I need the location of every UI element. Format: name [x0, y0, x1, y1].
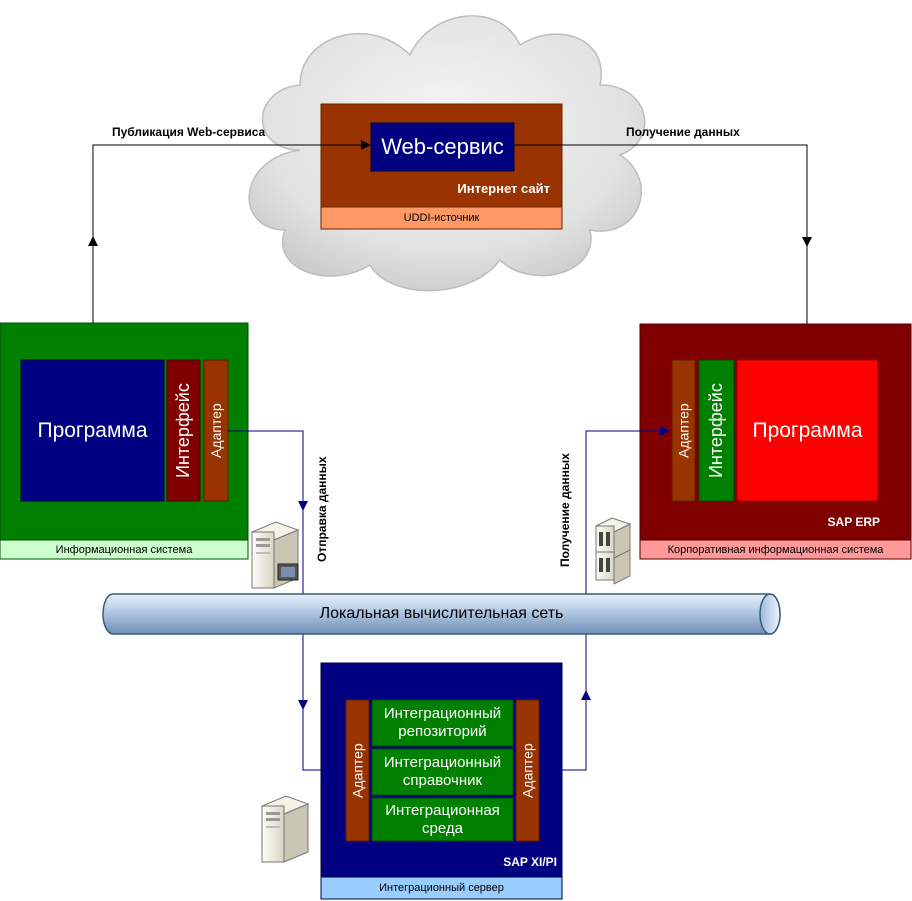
integration-adapter-right-label: Адаптер [519, 743, 536, 798]
send-data-label: Отправка данных [315, 456, 329, 562]
publish-arrow [92, 140, 371, 360]
information-system-caption-bar [0, 539, 249, 560]
right-adapter-label: Адаптер [675, 403, 692, 458]
receive-top-label: Получение данных [626, 125, 740, 139]
integration-adapter-left-box [345, 699, 370, 842]
receive-up-arrowhead [581, 690, 591, 700]
integration-server-caption: Интеграционный сервер [379, 882, 504, 894]
workstation-server-icon [250, 521, 300, 589]
right-program-label: Программа [752, 418, 863, 442]
send-down-arrowhead-2 [298, 700, 308, 710]
integration-server-caption-bar [320, 876, 563, 900]
publish-up-arrowhead [88, 236, 98, 246]
sap-erp-label: SAP ERP [827, 515, 880, 529]
uddi-source-label: UDDI-источник [403, 212, 480, 224]
uddi-source-bar [320, 206, 563, 230]
integration-environment-box [371, 797, 514, 842]
sap-xi-pi-label: SAP XI/PI [503, 855, 557, 869]
web-service-box [370, 122, 515, 172]
right-interface-box [698, 359, 735, 502]
right-interface-label: Интерфейс [706, 383, 726, 478]
network-pipe [102, 593, 781, 635]
internet-site-label: Интернет сайт [457, 181, 550, 196]
receive-down-arrowhead [802, 237, 812, 247]
left-interface-box [166, 359, 201, 502]
left-program-label: Программа [37, 418, 148, 442]
receive-data-arrow [514, 144, 812, 360]
right-adapter-box [671, 359, 696, 502]
left-interface-label: Интерфейс [173, 383, 193, 478]
corporate-system-caption: Корпоративная информационная система [667, 543, 884, 556]
send-down-arrowhead [298, 501, 308, 511]
publish-label: Публикация Web-сервиса [112, 125, 266, 139]
left-adapter-label: Адаптер [208, 403, 224, 458]
receive-side-label: Получение данных [558, 453, 572, 567]
integration-environment-label: Интеграционная среда [385, 801, 500, 837]
rack-server-icon [594, 517, 632, 585]
right-program-box [736, 359, 879, 502]
integration-server-icon [260, 795, 310, 863]
integration-repository-box [371, 699, 514, 747]
information-system-caption: Информационная система [55, 543, 193, 556]
left-adapter-box [203, 359, 229, 502]
integration-adapter-right-box [515, 699, 540, 842]
corporate-system-caption-bar [639, 539, 912, 560]
left-program-box [20, 359, 165, 502]
web-service-label: Web-сервис [381, 134, 504, 159]
integration-directory-box [371, 748, 514, 796]
integration-adapter-left-label: Адаптер [349, 743, 366, 798]
integration-directory-label: Интеграционный справочник [383, 754, 502, 789]
network-label: Локальная вычислительная сеть [319, 605, 564, 622]
integration-repository-label: Интеграционный репозиторий [383, 705, 502, 740]
